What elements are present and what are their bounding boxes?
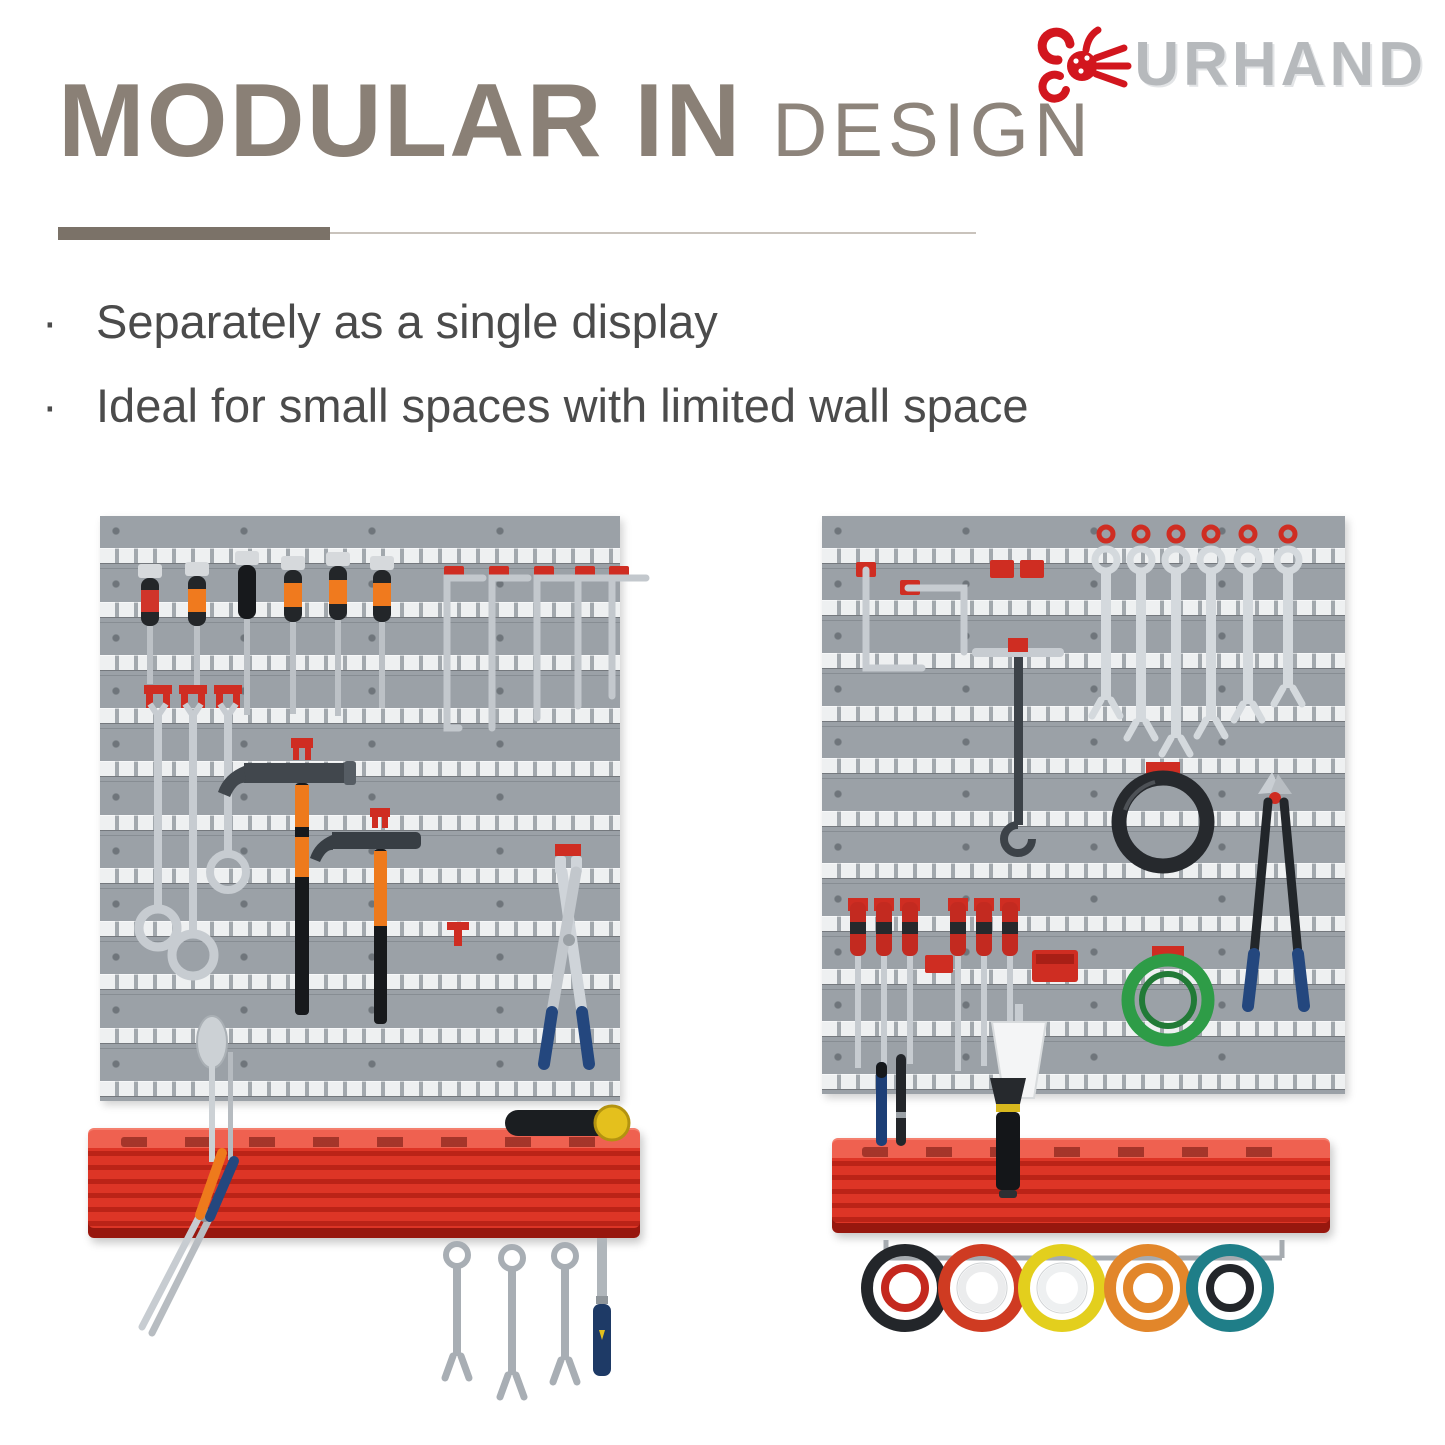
tape-roll-icon <box>938 1244 1026 1332</box>
pegboard-row <box>100 568 620 622</box>
combination-wrench-icon <box>549 1242 581 1386</box>
tape-roll-icon <box>861 1244 949 1332</box>
pegboard-row <box>822 672 1345 726</box>
list-item: · Separately as a single display <box>42 292 1029 352</box>
peg-rail <box>100 974 620 990</box>
peg-rail <box>822 758 1345 774</box>
peg-rail <box>100 867 620 883</box>
peg-rail <box>822 600 1345 616</box>
list-item: · Ideal for small spaces with limited wa… <box>42 376 1029 436</box>
pegboard-row <box>822 778 1345 831</box>
pegboard-left <box>100 516 620 1101</box>
pegboard-row <box>822 988 1345 1042</box>
tape-roll-icon <box>1018 1244 1106 1332</box>
red-shelf-left <box>88 1128 640 1238</box>
brand-name: URHAND <box>1134 29 1427 99</box>
pegboard-row <box>100 834 620 888</box>
pegboard-row <box>100 674 620 729</box>
peg-rail <box>822 1074 1345 1090</box>
pegboard-row <box>822 883 1345 937</box>
divider-thin-line <box>330 232 976 234</box>
divider-thick-bar <box>58 226 330 240</box>
peg-rail <box>100 708 620 724</box>
bullet-text: Separately as a single display <box>96 295 718 348</box>
pegboard-row <box>100 728 620 782</box>
peg-rail <box>100 548 620 564</box>
bullet-marker: · <box>42 379 58 433</box>
pegboard-row <box>100 1047 620 1101</box>
peg-rail <box>100 1027 620 1043</box>
pegboard-row <box>100 621 620 675</box>
peg-rail <box>822 863 1345 879</box>
combination-wrench-icon <box>441 1241 473 1382</box>
red-shelf-right <box>832 1138 1330 1233</box>
peg-rail <box>822 705 1345 721</box>
peg-rail <box>100 601 620 617</box>
pegboard-right <box>822 516 1345 1095</box>
peg-rail <box>100 921 620 937</box>
peg-rail <box>100 654 620 670</box>
pegboard-row <box>822 620 1345 673</box>
peg-rail <box>822 810 1345 826</box>
feature-list: · Separately as a single display · Ideal… <box>42 292 1029 460</box>
pegboard-row <box>822 725 1345 779</box>
peg-rail <box>100 1080 620 1096</box>
tape-roll-icon <box>1186 1244 1274 1332</box>
pegboard-row <box>822 567 1345 621</box>
peg-rail <box>822 968 1345 984</box>
brand-logo: URHAND <box>1036 14 1427 114</box>
peg-rail <box>100 761 620 777</box>
pegboard-row <box>100 516 620 569</box>
bullet-marker: · <box>42 295 58 348</box>
peg-rail <box>822 916 1345 932</box>
peg-rail <box>822 1021 1345 1037</box>
divider <box>58 226 976 240</box>
durhand-crab-icon <box>1038 26 1132 103</box>
pegboard-row <box>822 1041 1345 1095</box>
peg-rail <box>822 652 1345 668</box>
combination-wrench-icon <box>496 1244 528 1401</box>
marker-band <box>896 1112 906 1118</box>
tape-roll-icon <box>1104 1244 1192 1332</box>
pegboard-row <box>822 516 1345 568</box>
pegboard-row <box>100 994 620 1048</box>
pegboard-row <box>100 781 620 835</box>
peg-rail <box>100 814 620 830</box>
pegboard-row <box>100 941 620 995</box>
page-title: MODULAR IN DESIGN <box>58 62 1094 181</box>
chisel-icon <box>593 1238 611 1376</box>
peg-rail <box>822 547 1345 563</box>
bullet-text: Ideal for small spaces with limited wall… <box>96 379 1029 433</box>
pegboard-row <box>822 830 1345 884</box>
title-sub: DESIGN <box>772 88 1094 173</box>
hanging-wrenches-group <box>441 1241 581 1401</box>
title-main: MODULAR IN <box>58 63 743 179</box>
pegboard-row <box>100 887 620 942</box>
pegboard-row <box>822 936 1345 989</box>
tape-rolls-group <box>861 1240 1285 1332</box>
